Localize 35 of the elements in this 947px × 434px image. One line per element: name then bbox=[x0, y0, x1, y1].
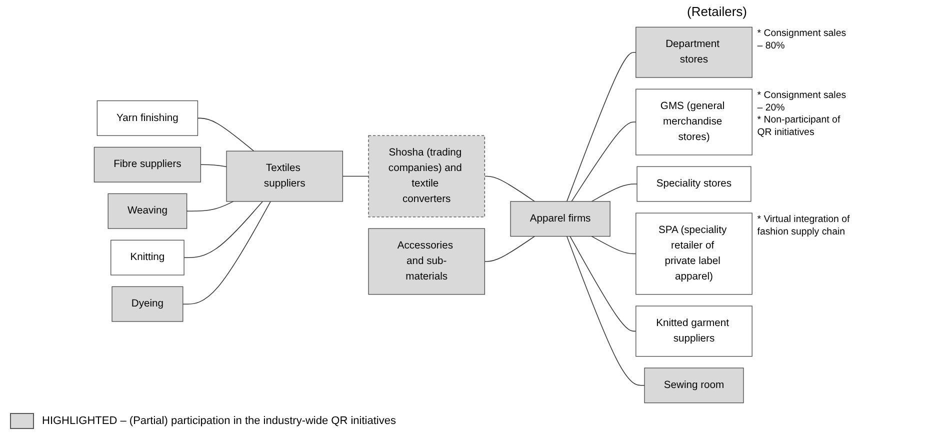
note-text: * Virtual integration of fashion supply chain bbox=[757, 213, 851, 238]
node-box: Dyeing bbox=[112, 286, 184, 322]
connector bbox=[182, 201, 271, 304]
connector bbox=[566, 52, 636, 202]
connector bbox=[484, 176, 536, 202]
node-box: Department stores bbox=[636, 26, 752, 78]
node-box: Fibre suppliers bbox=[94, 146, 201, 182]
connector bbox=[186, 201, 234, 212]
connector bbox=[571, 122, 636, 202]
connector bbox=[591, 184, 638, 202]
connector bbox=[484, 236, 536, 262]
connector bbox=[591, 236, 636, 254]
node-box: Accessories and sub-materials bbox=[368, 228, 486, 295]
connector bbox=[566, 236, 645, 386]
note-text: * Consignment sales – 20% bbox=[757, 89, 848, 114]
connector bbox=[184, 201, 263, 258]
node-box: Yarn finishing bbox=[96, 100, 198, 136]
node-box: GMS (general merchandise stores) bbox=[636, 88, 752, 156]
legend-text: HIGHLIGHTED – (Partial) participation in the industry-wide QR initiatives bbox=[42, 415, 396, 427]
connector bbox=[570, 236, 636, 332]
note-text: * Consignment sales – 80% bbox=[757, 27, 848, 52]
node-box: SPA (speciality retailer of private label apparel) bbox=[636, 212, 752, 295]
node-box: Weaving bbox=[108, 193, 188, 229]
node-box: Textiles suppliers bbox=[226, 150, 344, 202]
node-box: Apparel firms bbox=[510, 201, 610, 237]
note-text: * Non-participant of QR initiatives bbox=[757, 114, 842, 138]
node-box: Knitted garment suppliers bbox=[636, 306, 752, 357]
node-box: Sewing room bbox=[644, 368, 744, 404]
connector bbox=[342, 176, 369, 177]
node-box: Shosha (trading companies) and textile converters bbox=[368, 135, 486, 218]
connector bbox=[200, 164, 227, 168]
connector bbox=[197, 118, 254, 152]
node-box: Speciality stores bbox=[636, 166, 752, 202]
group-heading: (Retailers) bbox=[687, 4, 747, 19]
node-box: Knitting bbox=[110, 240, 184, 276]
